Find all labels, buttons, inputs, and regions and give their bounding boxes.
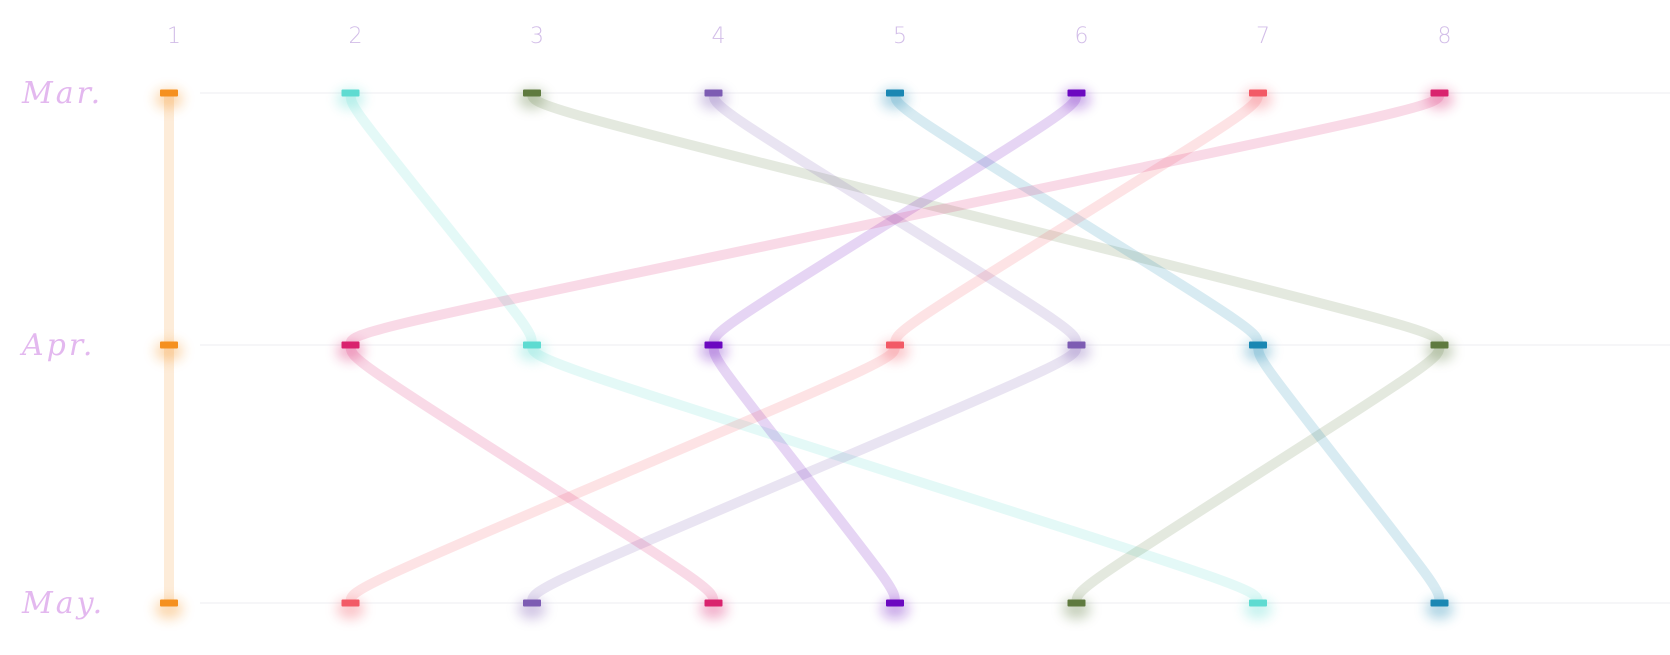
rank-label-3: 3 [530,24,544,49]
rank-marker [160,341,178,349]
rank-marker [1249,89,1267,97]
rank-marker [341,599,360,607]
rank-marker [886,599,904,607]
rank-marker [523,341,541,349]
rank-marker [704,599,723,607]
rank-label-4: 4 [712,24,726,49]
rank-marker [704,341,723,349]
rank-marker [341,89,360,97]
rank-marker [341,341,360,349]
rank-marker [1067,89,1086,97]
rank-label-8: 8 [1438,24,1452,49]
rank-marker [160,599,178,607]
series-line-5 [890,92,1445,604]
rank-marker [1067,341,1086,349]
rank-label-2: 2 [349,24,363,49]
rank-marker [1249,341,1267,349]
gridlines [200,92,1670,604]
rank-label-1: 1 [167,24,181,49]
series-line-3 [527,92,1445,604]
rank-marker [160,89,178,97]
series-line-6 [708,92,1082,604]
series-line-8 [345,92,1445,604]
rank-marker [704,89,723,97]
period-label-2: Apr. [19,328,95,363]
rank-marker [1067,599,1086,607]
rank-marker [523,599,541,607]
rank-marker [1249,599,1267,607]
rank-label-7: 7 [1256,24,1270,49]
period-label-3: May. [21,586,105,621]
rank-marker [886,341,904,349]
rank-marker [1430,341,1449,349]
rank-marker [523,89,541,97]
rank-marker [1430,89,1449,97]
rank-marker [1430,599,1449,607]
rank-label-5: 5 [893,24,907,49]
period-label-1: Mar. [21,76,103,111]
series-markers [155,89,1454,619]
rank-label-6: 6 [1075,24,1089,49]
rank-marker [886,89,904,97]
